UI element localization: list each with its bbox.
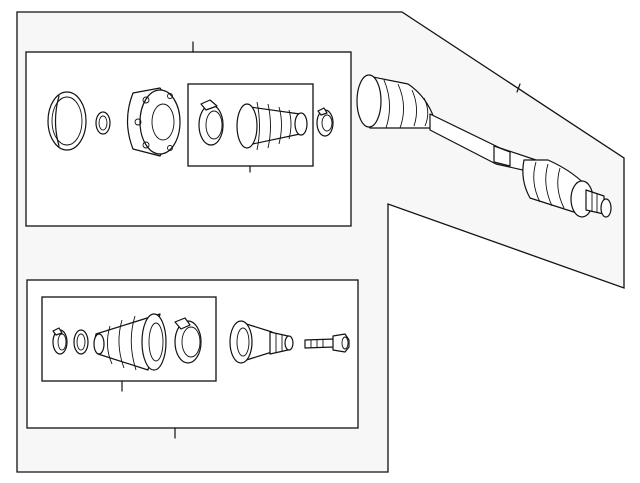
inner-boot-clamp-small [316,107,334,137]
outer-boot-ring [73,329,89,355]
outer-cv-joint [229,320,294,364]
axle-bolt [304,333,350,353]
inner-boot [236,101,308,151]
inner-cv-joint-housing [126,87,181,157]
outer-boot [93,313,167,371]
axle-shaft-assembly [356,74,612,218]
inner-boot-clamp [198,99,224,146]
axle-shaft-leader [516,83,521,93]
outer-boot-clamp-small [52,327,68,355]
dust-cap [47,91,87,151]
snap-ring [95,111,111,135]
outer-boot-clamp [174,317,202,364]
